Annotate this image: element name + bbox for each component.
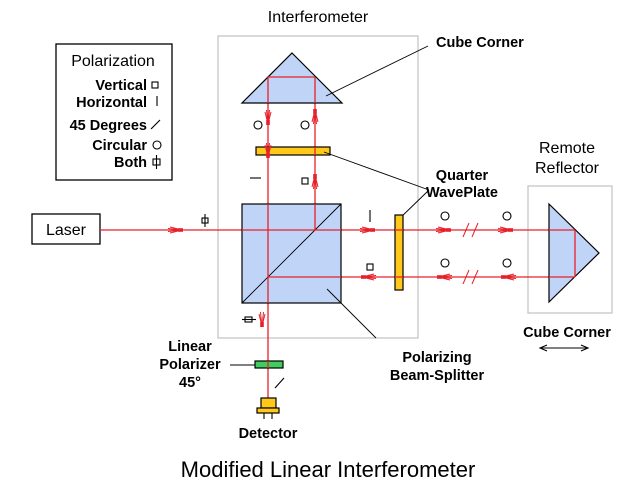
square-icon	[151, 81, 159, 89]
polarization-markers	[201, 120, 512, 389]
legend-item-45deg: 45 Degrees	[70, 118, 147, 134]
polarization-legend	[55, 43, 173, 181]
laser-label: Laser	[46, 222, 87, 239]
distance-break-marks	[462, 222, 479, 285]
circle-icon	[152, 140, 162, 150]
waveplate-label: WavePlate	[426, 185, 498, 201]
cube-corner-top-label: Cube Corner	[436, 35, 524, 51]
polarizing-label: Polarizing	[402, 350, 471, 366]
polarizer-label: Polarizer	[159, 357, 221, 373]
remote-label: Remote	[539, 140, 595, 157]
slash-icon	[150, 119, 161, 130]
cube-corner-remote	[548, 202, 600, 304]
linear-label: Linear	[168, 339, 212, 355]
legend-item-circular: Circular	[92, 138, 147, 154]
remote-reflector-frame	[527, 185, 613, 314]
interferometer-label: Interferometer	[268, 9, 369, 26]
legend-item-vertical: Vertical	[95, 78, 147, 94]
bidirectional-arrow-icon	[538, 344, 590, 352]
linear-polarizer	[254, 360, 284, 369]
legend-item-horizontal: Horizontal	[76, 95, 147, 111]
quarter-waveplate-inner	[255, 146, 331, 156]
reflector-label: Reflector	[535, 160, 600, 177]
cube-corner-remote-label: Cube Corner	[523, 325, 611, 341]
beam-direction-arrows	[167, 108, 517, 328]
beam-splitter-leader	[326, 288, 377, 339]
diagram-title: Modified Linear Interferometer	[181, 457, 476, 482]
legend-title: Polarization	[71, 53, 155, 70]
laser-box	[31, 213, 101, 245]
quarter-label: Quarter	[436, 168, 489, 184]
interferometer-frame	[217, 35, 419, 339]
beam-splitter-label: Beam-Splitter	[390, 368, 485, 384]
deg45-label: 45°	[179, 375, 201, 391]
both-icon	[152, 155, 161, 169]
detector	[256, 397, 280, 419]
legend-item-both: Both	[114, 155, 147, 171]
waveplate-leader-1	[323, 151, 430, 191]
detector-label: Detector	[239, 426, 298, 442]
quarter-waveplate-outer	[394, 214, 404, 291]
cube-corner-leader	[325, 45, 429, 97]
cube-corner-top	[240, 52, 344, 104]
